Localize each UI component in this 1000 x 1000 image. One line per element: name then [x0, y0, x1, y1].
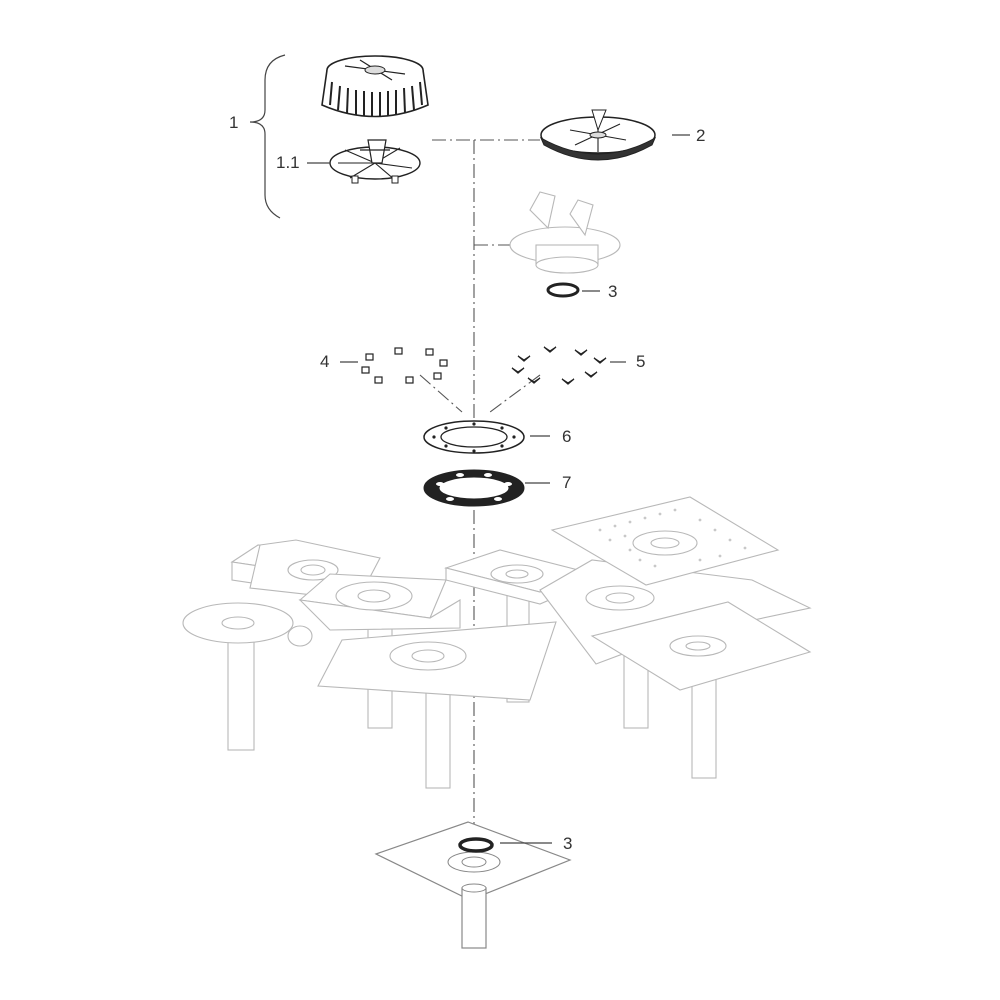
grate-disc-part [539, 109, 657, 161]
o-ring-bottom [458, 837, 494, 853]
nuts-part [361, 347, 448, 384]
base-plate-part [374, 821, 572, 949]
callout-1: 1 [229, 113, 238, 132]
wing-screws-part [511, 346, 607, 385]
callout-1-1: 1.1 [276, 153, 300, 172]
callout-7: 7 [562, 473, 571, 492]
callout-3-top: 3 [608, 282, 617, 301]
grate-cover-part [321, 55, 429, 118]
seal-gasket-part [423, 469, 525, 507]
star-insert-part [329, 139, 421, 184]
callout-6: 6 [562, 427, 571, 446]
insert-body-ghost [509, 191, 621, 274]
leader-lines [307, 134, 690, 844]
group-bracket [249, 54, 286, 219]
o-ring-top [546, 282, 580, 298]
callout-4: 4 [320, 352, 329, 371]
callout-5: 5 [636, 352, 645, 371]
flange-ring-part [423, 420, 525, 454]
callout-2: 2 [696, 126, 705, 145]
base-body-variants-ghost [182, 496, 812, 789]
callout-3-bottom: 3 [563, 834, 572, 853]
